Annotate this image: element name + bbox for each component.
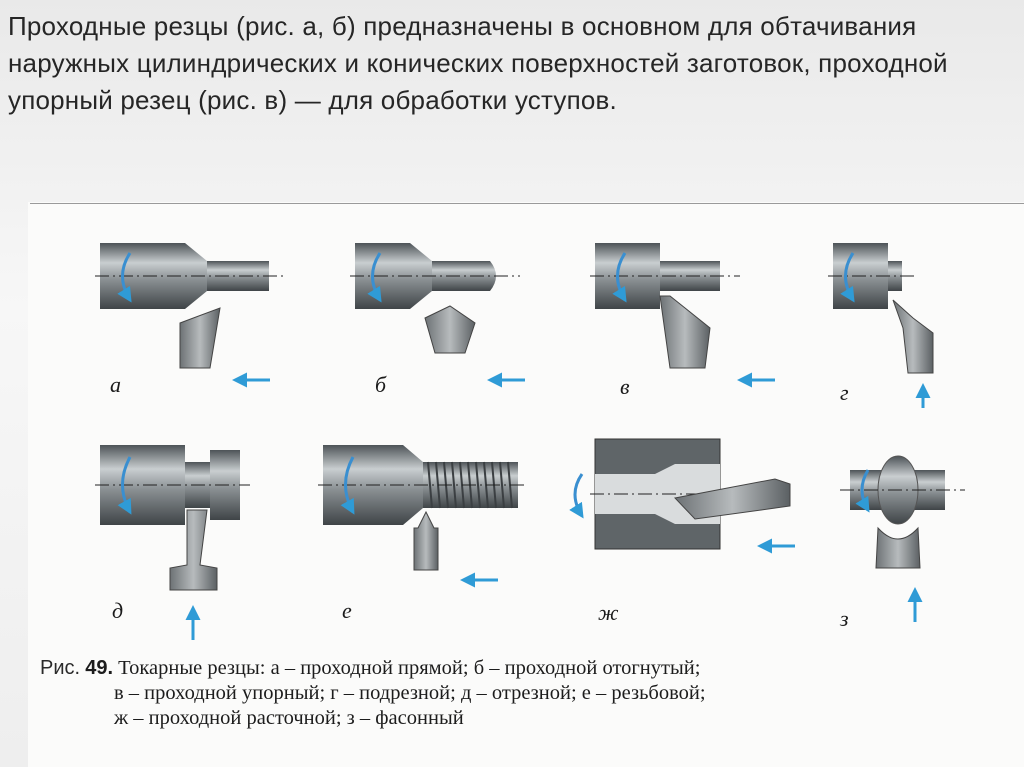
panel-d <box>95 440 295 650</box>
panel-z <box>840 450 980 640</box>
panel-v <box>590 228 790 388</box>
cutoff-tool-drawing <box>95 445 250 640</box>
caption-line-1: Токарные резцы: а – проходной прямой; б … <box>118 657 701 679</box>
facing-tool-drawing <box>828 243 934 408</box>
figure-caption: Рис. 49. Токарные резцы: а – проходной п… <box>40 656 1020 731</box>
panel-e <box>318 440 528 650</box>
form-tool-drawing <box>840 455 965 622</box>
slide-heading: Проходные резцы (рис. а, б) предназначен… <box>8 11 948 115</box>
caption-number: 49. <box>85 657 114 679</box>
caption-line-2: в – проходной упорный; г – подрезной; д … <box>114 682 706 704</box>
boring-tool-drawing <box>569 438 795 554</box>
panel-a <box>95 228 295 388</box>
label-z: з <box>840 606 849 631</box>
threading-tool-drawing <box>318 445 526 588</box>
label-b: б <box>375 372 387 397</box>
label-zh: ж <box>598 600 619 625</box>
shoulder-turning-tool-drawing <box>590 243 775 388</box>
panel-g <box>828 228 988 418</box>
label-d: д <box>112 598 124 623</box>
caption-prefix: Рис. <box>40 657 81 679</box>
label-e: е <box>342 598 352 623</box>
label-a: а <box>110 372 121 397</box>
panel-b <box>350 228 550 388</box>
bent-turning-tool-drawing <box>350 243 525 388</box>
panel-zh <box>560 434 800 634</box>
caption-line-3: ж – проходной расточной; з – фасонный <box>114 707 464 729</box>
label-v: в <box>620 374 630 399</box>
label-g: г <box>840 380 849 405</box>
straight-turning-tool-drawing <box>95 243 285 388</box>
scan-top-edge <box>30 203 1024 204</box>
